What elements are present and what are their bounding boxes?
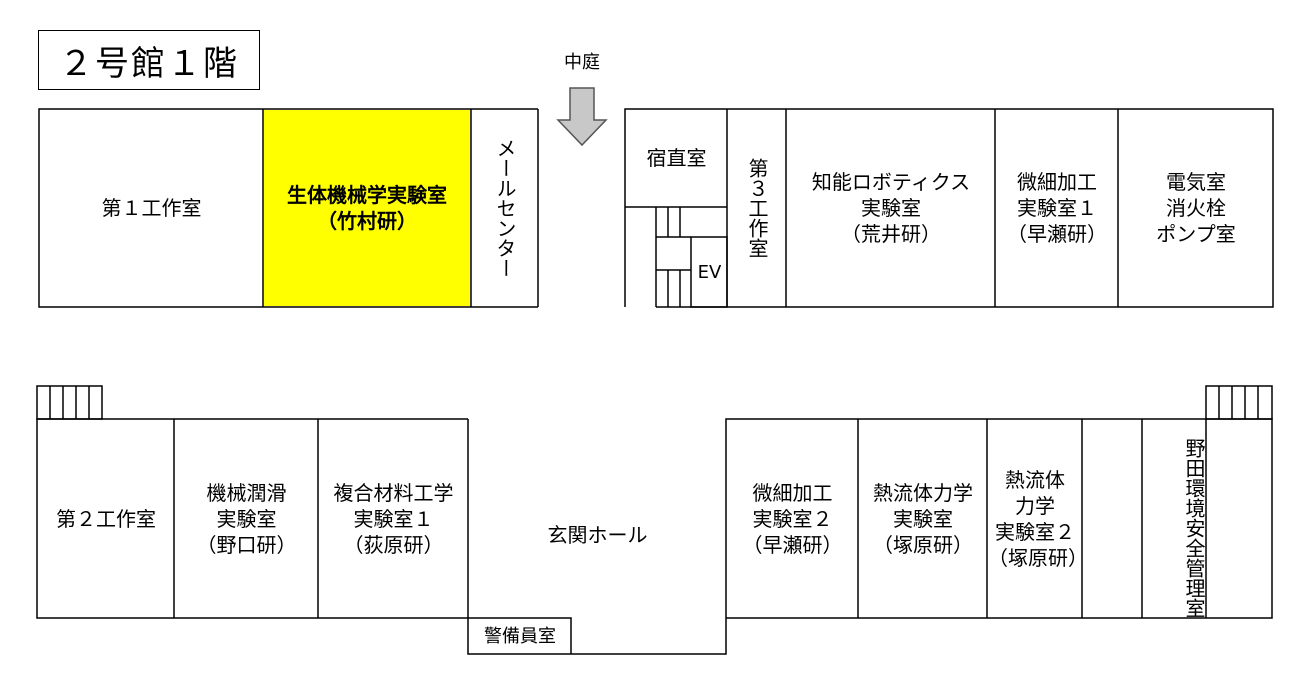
down-arrow-icon <box>556 87 608 147</box>
courtyard-label: 中庭 <box>564 52 600 73</box>
highlighted-room-fill <box>264 110 470 306</box>
entrance-hall[interactable]: 玄関ホール <box>547 523 648 547</box>
room-guard[interactable]: 警備員室 <box>484 625 556 647</box>
room-composite-lab[interactable]: 複合材料工学 実験室１ （荻原研） <box>333 481 454 557</box>
top-wing-right-outline <box>624 108 1274 308</box>
bottom-wing-left-outline <box>36 418 468 619</box>
room-biomech-lab[interactable]: 生体機械学実験室 （竹村研） <box>287 183 447 233</box>
stair-right <box>1205 385 1273 420</box>
noda-env-col2: 管理室 <box>1182 558 1206 618</box>
mail-center-col2: センター <box>493 198 517 278</box>
stair-left <box>36 385 103 420</box>
top-wing-left-outline <box>38 108 538 308</box>
floor-title: ２号館１階 <box>38 30 260 90</box>
room-noda-env-mgmt[interactable]: 野田環境安全 管理室 <box>1143 420 1206 618</box>
room-tribology-lab[interactable]: 機械潤滑 実験室 （野口研） <box>196 481 297 557</box>
room-thermofluid-lab[interactable]: 熱流体力学 実験室 （塚原研） <box>873 481 973 557</box>
entrance-hall-outline <box>467 618 727 655</box>
guard-room-outline <box>468 617 572 654</box>
room-electric[interactable]: 電気室 消火栓 ポンプ室 <box>1156 170 1236 246</box>
room-workshop3[interactable]: 第３工作室 <box>745 158 769 258</box>
room-workshop2[interactable]: 第２工作室 <box>56 507 156 531</box>
elevator-shaft <box>690 236 728 308</box>
room-workshop1[interactable]: 第１工作室 <box>101 196 202 220</box>
room-mail-center[interactable]: メール センター <box>472 110 538 306</box>
room-night-duty[interactable]: 宿直室 <box>646 146 707 170</box>
room-microfab1[interactable]: 微細加工 実験室１ （早瀬研） <box>1007 170 1107 246</box>
room-thermofluid-lab2[interactable]: 熱流体 力学 実験室２ （塚原研） <box>988 468 1088 570</box>
elevator-label: EV <box>697 262 722 283</box>
room-robotics-lab[interactable]: 知能ロボティクス 実験室 （荒井研） <box>811 170 971 246</box>
noda-env-col1: 野田環境安全 <box>1182 438 1206 558</box>
mail-center-col1: メール <box>493 138 517 198</box>
room-microfab2[interactable]: 微細加工 実験室２ （早瀬研） <box>742 481 843 557</box>
